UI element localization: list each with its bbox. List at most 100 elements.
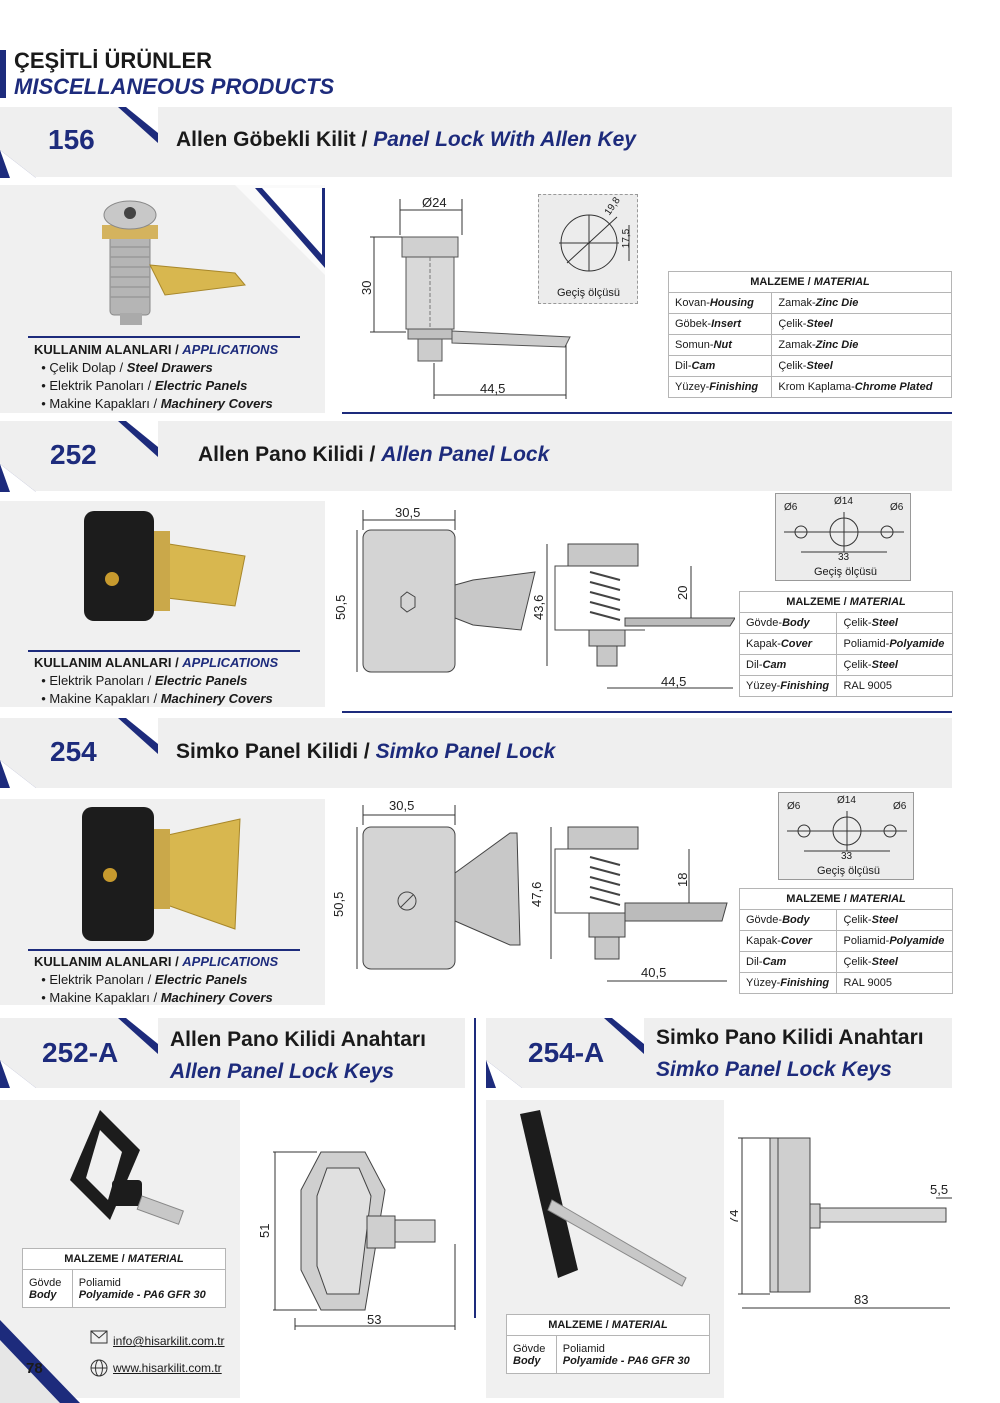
- dim-width: 30,5: [389, 798, 414, 813]
- globe-icon: [90, 1359, 108, 1377]
- app-tr: Çelik Dolap: [49, 360, 116, 375]
- dim-length: 53: [367, 1312, 381, 1327]
- column-divider: [474, 1018, 476, 1318]
- page-title-en: MISCELLANEOUS PRODUCTS: [14, 74, 335, 99]
- cutout-label: Geçiş ölçüsü: [557, 287, 620, 299]
- material-heading: MALZEME / MATERIAL: [739, 591, 953, 613]
- material-title-en: MATERIAL: [611, 1319, 668, 1331]
- product-name-en: Simko Panel Lock: [375, 740, 556, 763]
- product-title-254: Simko Panel Kilidi / Simko Panel Lock: [176, 740, 556, 763]
- section-band-252: [0, 421, 952, 491]
- cutout-label: Geçiş ölçüsü: [814, 566, 877, 578]
- product-title-252: Allen Pano Kilidi / Allen Panel Lock: [198, 443, 550, 466]
- product-title-254a: Simko Pano Kilidi Anahtarı Simko Panel L…: [656, 1022, 924, 1086]
- product-code-252: 252: [50, 439, 97, 470]
- application-item: • Makine Kapakları / Machinery Covers: [34, 396, 273, 411]
- app-tr: Makine Kapakları: [49, 691, 150, 706]
- material-heading: MALZEME / MATERIAL: [739, 888, 953, 910]
- apps-rule: [28, 336, 300, 338]
- section-band-252a: [0, 1018, 465, 1088]
- corner-mark-icon: [118, 1018, 158, 1054]
- key-image: [520, 1110, 687, 1287]
- panel-lock-image: [84, 511, 246, 621]
- app-tr: Makine Kapakları: [49, 396, 150, 411]
- app-en: Machinery Covers: [160, 990, 273, 1005]
- dim-length: 44,5: [661, 674, 686, 689]
- header-accent: [0, 50, 6, 98]
- cutout-box-252: Ø6 Ø14 Ø6 33 Geçiş ölçüsü: [775, 493, 911, 581]
- dim-height-2: 43,6: [531, 595, 546, 620]
- product-name-en: Allen Panel Lock Keys: [170, 1060, 395, 1083]
- app-en: Machinery Covers: [160, 691, 273, 706]
- page-title-tr: ÇEŞİTLİ ÜRÜNLER: [14, 48, 212, 73]
- material-title-en: MATERIAL: [849, 893, 906, 905]
- technical-drawing-254: 30,5 50,5 47,6 18 40,5: [331, 798, 728, 982]
- section-band-254a: [486, 1018, 952, 1088]
- email-link[interactable]: info@hisarkilit.com.tr: [113, 1334, 225, 1348]
- dim-height-3: 20: [675, 586, 690, 600]
- dim-hole-a: Ø6: [784, 502, 798, 513]
- cutout-drawing: [784, 512, 904, 553]
- apps-title-tr: KULLANIM ALANLARI: [34, 655, 172, 670]
- application-item: • Elektrik Panoları / Electric Panels: [34, 378, 248, 393]
- product-code-254a: 254-A: [528, 1037, 605, 1068]
- section-divider: [342, 711, 952, 713]
- dim-length: 44,5: [480, 381, 505, 396]
- product-name-en: Allen Panel Lock: [381, 443, 550, 466]
- apps-title-tr: KULLANIM ALANLARI: [34, 954, 172, 969]
- product-code-252a: 252-A: [42, 1037, 119, 1068]
- page-corner: [0, 1320, 80, 1403]
- applications-heading: KULLANIM ALANLARI / APPLICATIONS: [34, 655, 279, 670]
- dim-height: 50,5: [331, 892, 346, 917]
- apps-title-en: APPLICATIONS: [182, 954, 279, 969]
- cam-lock-image: [102, 185, 325, 325]
- corner-mark-icon: [118, 107, 158, 143]
- material-title-en: MATERIAL: [813, 276, 870, 288]
- dim-hole-spacing: 33: [838, 552, 850, 563]
- material-heading: MALZEME / MATERIAL: [506, 1314, 710, 1336]
- dim-height: 30: [359, 281, 374, 295]
- app-en: Electric Panels: [154, 378, 248, 393]
- key-image: [70, 1110, 184, 1225]
- material-title-tr: MALZEME: [64, 1253, 119, 1265]
- corner-mark-icon: [0, 750, 36, 788]
- corner-mark-icon: [0, 454, 36, 492]
- material-heading: MALZEME / MATERIAL: [668, 271, 952, 293]
- website-link[interactable]: www.hisarkilit.com.tr: [113, 1361, 222, 1375]
- corner-mark-icon: [604, 1018, 644, 1054]
- apps-title-tr: KULLANIM ALANLARI: [34, 342, 172, 357]
- dim-height: 51: [257, 1224, 272, 1238]
- technical-drawing-254a: 74 5,5 83: [730, 1137, 952, 1309]
- app-en: Machinery Covers: [160, 396, 273, 411]
- technical-drawing-252a: 51 53: [257, 1151, 456, 1330]
- cutout-box-254: Ø6 Ø14 Ø6 33 Geçiş ölçüsü: [778, 792, 914, 880]
- application-item: • Çelik Dolap / Steel Drawers: [34, 360, 213, 375]
- applications-heading: KULLANIM ALANLARI / APPLICATIONS: [34, 954, 279, 969]
- application-item: • Makine Kapakları / Machinery Covers: [34, 990, 273, 1005]
- product-title-252a: Allen Pano Kilidi Anahtarı Allen Panel L…: [170, 1024, 426, 1088]
- dim-hole-center: Ø14: [837, 795, 856, 806]
- material-title-en: MATERIAL: [127, 1253, 184, 1265]
- application-item: • Elektrik Panoları / Electric Panels: [34, 972, 248, 987]
- dim-height: 50,5: [333, 595, 348, 620]
- dim-cut-b: 17,5: [621, 228, 633, 249]
- product-name-tr: Allen Pano Kilidi Anahtarı: [170, 1028, 426, 1051]
- product-photo-254: [0, 799, 325, 1005]
- dim-hole-center: Ø14: [834, 496, 853, 507]
- dim-height: 74: [730, 1210, 741, 1224]
- corner-mark-icon: [0, 140, 36, 178]
- cutout-drawing: [559, 214, 630, 272]
- product-name-tr: Simko Panel Kilidi: [176, 740, 359, 763]
- apps-title-en: APPLICATIONS: [182, 342, 279, 357]
